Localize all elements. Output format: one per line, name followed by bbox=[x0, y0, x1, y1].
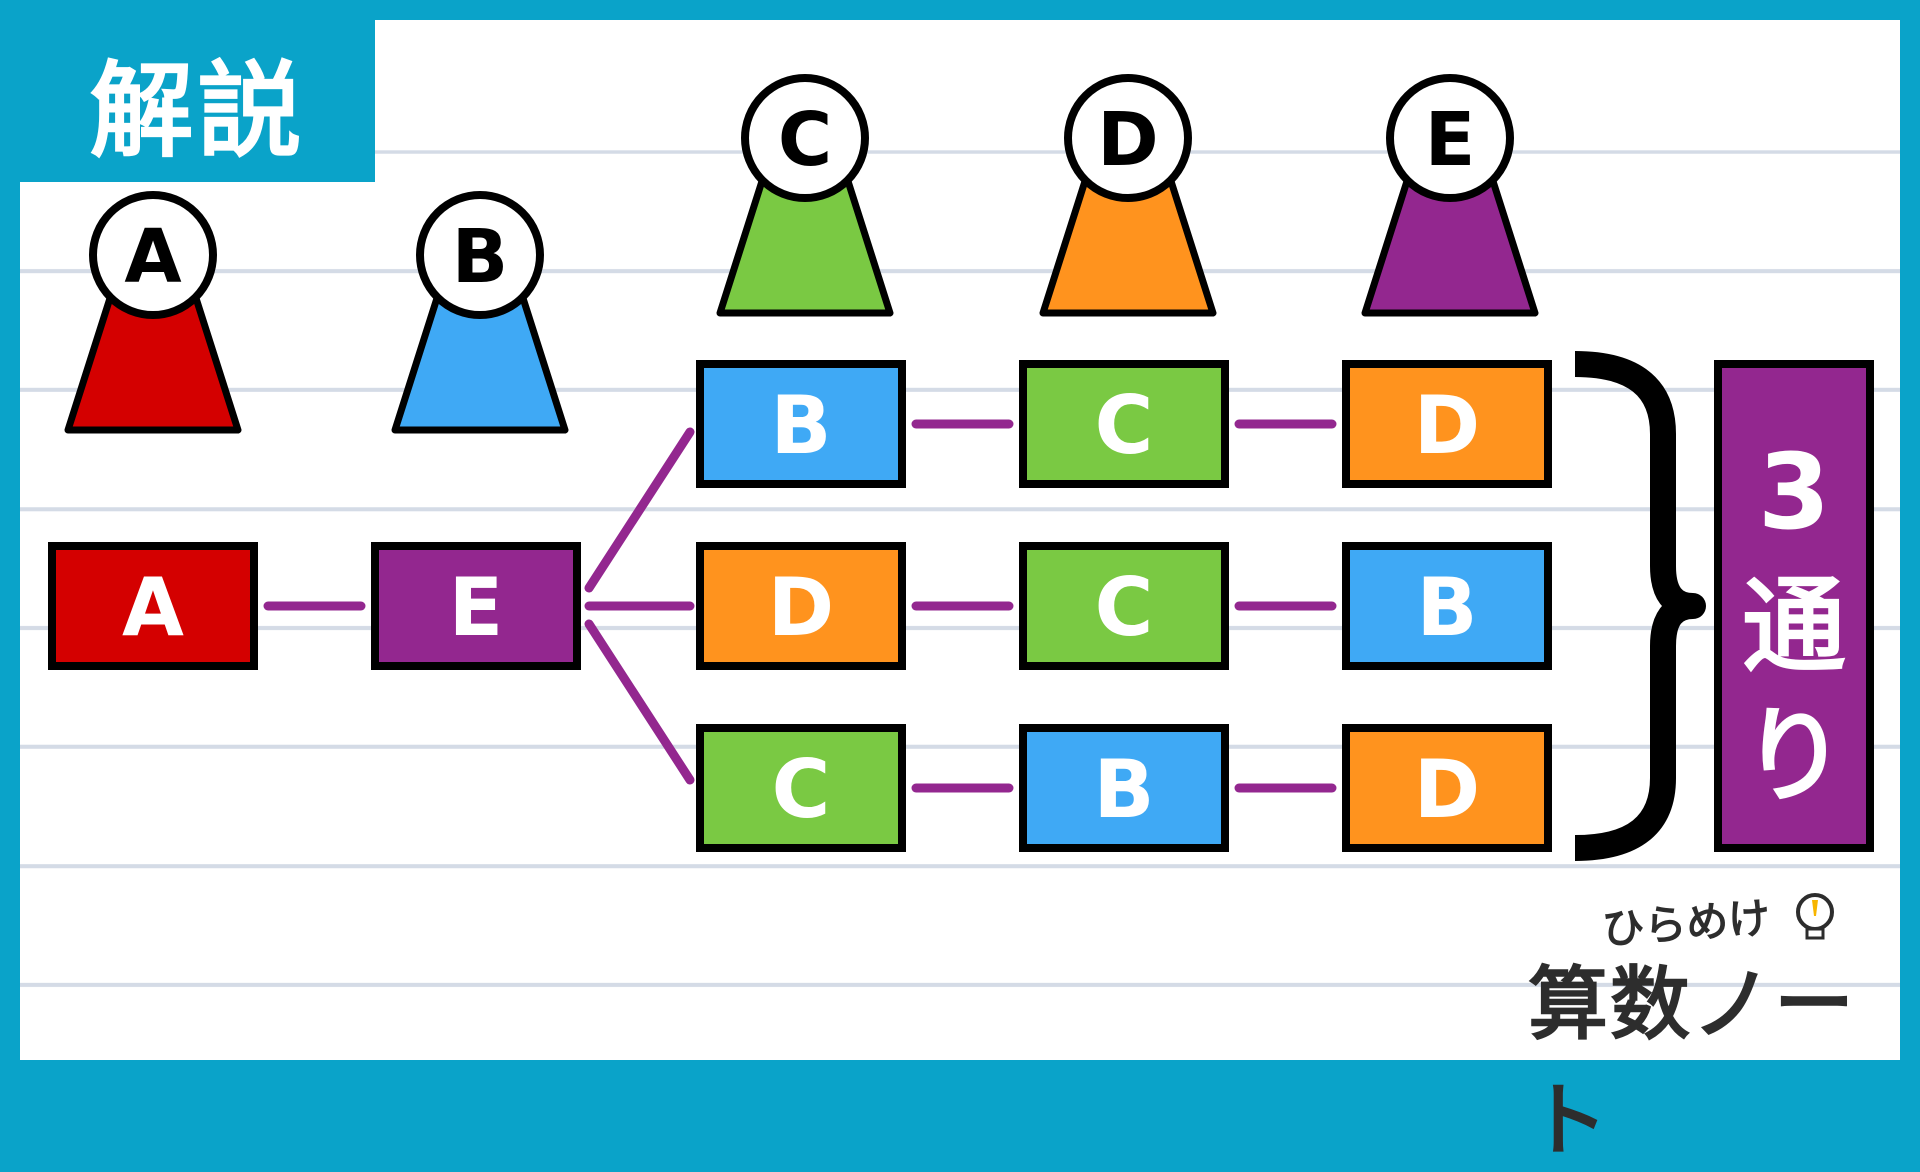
box-row2-D: D bbox=[696, 542, 906, 670]
curly-brace bbox=[1574, 351, 1706, 861]
box-fill bbox=[1019, 542, 1229, 670]
box-row2-C: C bbox=[1019, 542, 1229, 670]
box-fill bbox=[48, 542, 258, 670]
box-label: E bbox=[449, 561, 504, 654]
box-fill bbox=[1342, 542, 1552, 670]
person-D: D bbox=[1039, 74, 1217, 317]
box-label: B bbox=[771, 379, 832, 472]
box-row3-B: B bbox=[1019, 724, 1229, 852]
person-head bbox=[89, 191, 217, 319]
box-label: C bbox=[1095, 561, 1154, 654]
person-E: E bbox=[1361, 74, 1539, 317]
box-fill bbox=[1342, 360, 1552, 488]
box-fill bbox=[696, 724, 906, 852]
brace-shape bbox=[1574, 351, 1706, 861]
result-box: 3通り bbox=[1714, 360, 1874, 852]
person-head bbox=[1064, 74, 1192, 202]
box-label: D bbox=[1414, 379, 1480, 472]
person-B: B bbox=[391, 191, 569, 434]
box-fill bbox=[1019, 724, 1229, 852]
person-head bbox=[416, 191, 544, 319]
connector-line bbox=[584, 619, 695, 785]
people-row: A B C D E bbox=[64, 74, 1539, 434]
person-label: D bbox=[1097, 97, 1158, 183]
brand-name: 算数ノート bbox=[1528, 958, 1856, 1167]
box-label: B bbox=[1094, 743, 1155, 836]
box-first-A: A bbox=[48, 542, 258, 670]
box-label: D bbox=[1414, 743, 1480, 836]
connector-line bbox=[584, 427, 695, 593]
result-count: 3 bbox=[1758, 431, 1830, 553]
box-row1-D: D bbox=[1342, 360, 1552, 488]
box-label: D bbox=[768, 561, 834, 654]
person-head bbox=[741, 74, 869, 202]
box-label: A bbox=[122, 561, 184, 654]
box-row3-D: D bbox=[1342, 724, 1552, 852]
box-label: B bbox=[1417, 561, 1478, 654]
person-label: A bbox=[124, 214, 181, 300]
box-row1-B: B bbox=[696, 360, 906, 488]
box-fill bbox=[696, 360, 906, 488]
box-row1-C: C bbox=[1019, 360, 1229, 488]
box-fill bbox=[696, 542, 906, 670]
connector-lines bbox=[263, 419, 1337, 793]
box-row3-C: C bbox=[696, 724, 906, 852]
lined-paper bbox=[20, 20, 1900, 1060]
box-label: C bbox=[772, 743, 831, 836]
box-first-E: E bbox=[371, 542, 581, 670]
brand-logo: ひらめけ 算数ノート bbox=[1528, 890, 1888, 1167]
result-unit-2: り bbox=[1742, 695, 1846, 817]
box-fill bbox=[1342, 724, 1552, 852]
result-box-fill bbox=[1714, 360, 1874, 852]
box-fill bbox=[1019, 360, 1229, 488]
person-label: C bbox=[778, 97, 832, 183]
result-unit-1: 通 bbox=[1742, 565, 1846, 687]
box-label: C bbox=[1095, 379, 1154, 472]
person-label: E bbox=[1425, 97, 1476, 183]
page-title: 解説 bbox=[89, 49, 306, 172]
lightbulb-icon bbox=[1796, 893, 1834, 940]
title-banner: 解説 bbox=[20, 20, 375, 182]
box-fill bbox=[371, 542, 581, 670]
box-row2-B: B bbox=[1342, 542, 1552, 670]
person-head bbox=[1386, 74, 1514, 202]
person-label: B bbox=[452, 214, 508, 300]
person-C: C bbox=[716, 74, 894, 317]
person-A: A bbox=[64, 191, 242, 434]
